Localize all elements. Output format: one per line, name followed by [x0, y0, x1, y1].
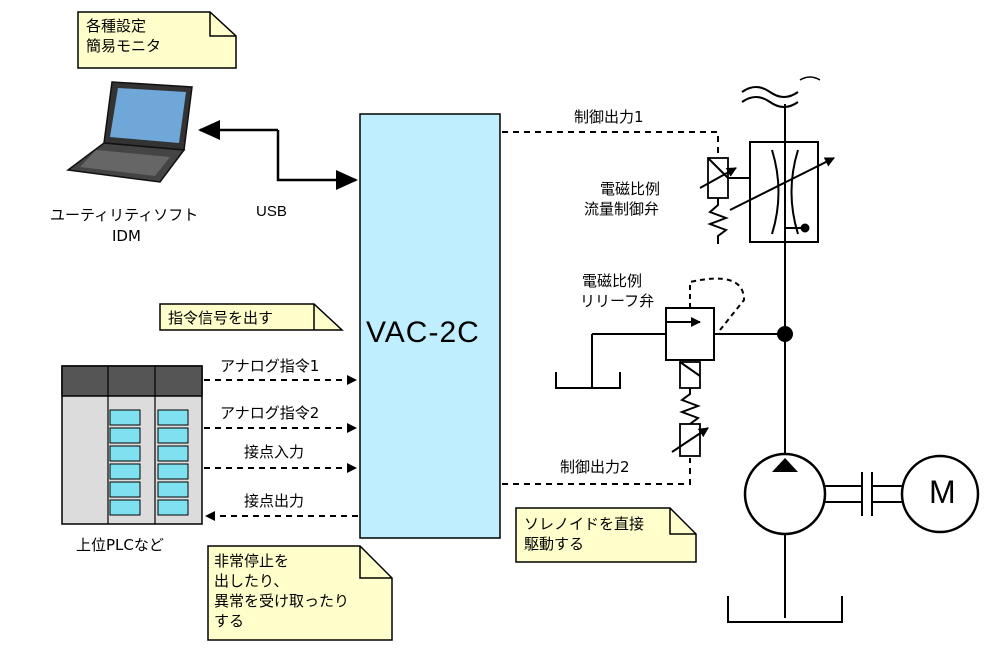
usb-label: USB [256, 203, 287, 220]
note-solenoid-drive [515, 507, 697, 563]
note-solenoid-drive-line2: 駆動する [524, 535, 585, 553]
analog-command-1-label: アナログ指令1 [220, 357, 320, 375]
note-emergency-line4: する [214, 612, 245, 630]
vac-2c-label: VAC-2C [366, 316, 480, 349]
usb-connection [198, 120, 358, 190]
contact-input-label: 接点入力 [244, 443, 305, 461]
note-command-signal-text: 指令信号を出す [168, 309, 274, 327]
motor-label: M [929, 474, 956, 510]
flow-valve-label-line1: 電磁比例 [600, 180, 661, 198]
control-output-2-line [502, 458, 691, 485]
contact-output-label: 接点出力 [244, 492, 305, 510]
software-name-label: IDM [112, 227, 141, 245]
plc-unit [61, 365, 203, 525]
software-label: ユーティリティソフト [50, 206, 199, 224]
note-emergency-line3: 異常を受け取ったり [214, 592, 350, 610]
control-output-1-label: 制御出力1 [574, 108, 644, 126]
note-settings-monitor-line1: 各種設定 [86, 17, 147, 35]
plc-label: 上位PLCなど [76, 536, 164, 554]
note-command-signal [159, 303, 344, 331]
control-output-2-label: 制御出力2 [560, 458, 630, 476]
note-emergency-line1: 非常停止を [214, 552, 290, 570]
flow-valve-label-line2: 流量制御弁 [584, 200, 660, 218]
relief-valve-label-line2: リリーフ弁 [580, 292, 655, 310]
hydraulic-circuit [555, 76, 980, 623]
note-emergency-line2: 出したり、 [214, 572, 289, 590]
note-settings-monitor [77, 11, 237, 69]
laptop-icon [66, 81, 193, 183]
note-settings-monitor-line2: 簡易モニタ [86, 37, 162, 55]
note-solenoid-drive-line1: ソレノイドを直接 [524, 515, 645, 533]
relief-valve-label-line1: 電磁比例 [582, 272, 643, 290]
note-emergency [207, 545, 393, 641]
control-output-1-line [502, 131, 719, 155]
analog-command-2-label: アナログ指令2 [220, 404, 320, 422]
vac-2c-controller [359, 113, 501, 539]
